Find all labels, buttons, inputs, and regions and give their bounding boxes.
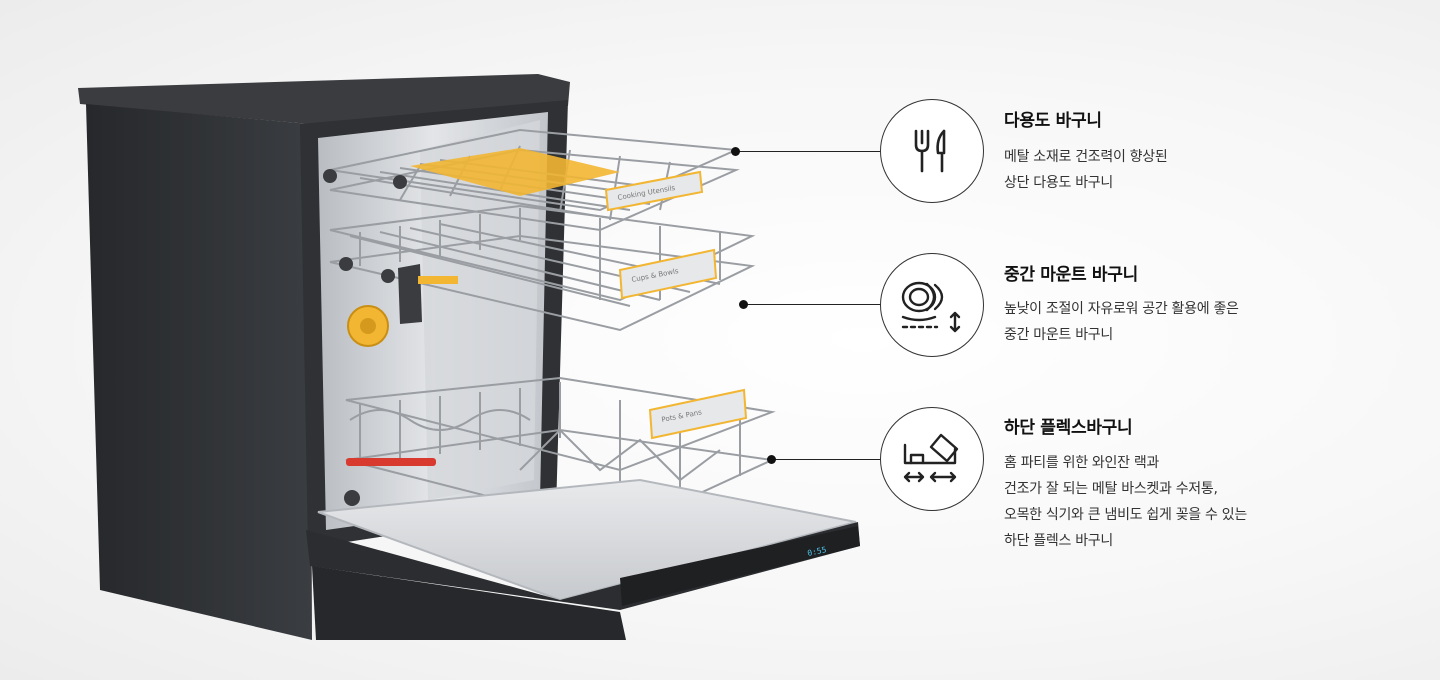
lower-rack-red-holder (346, 458, 436, 466)
leader-line-middle (744, 304, 882, 305)
control-panel (620, 526, 860, 606)
feature-desc-line: 건조가 잘 되는 메탈 바스켓과 수저통, (1004, 481, 1218, 497)
leader-dot-bottom (767, 455, 776, 464)
feature-desc-line: 홈 파티를 위한 와인잔 랙과 (1004, 455, 1159, 471)
dishwasher-kick-plate (312, 566, 626, 640)
middle-rack-yellow-lever (418, 276, 458, 284)
dishwasher-door-inner (317, 478, 857, 602)
flex-basket-icon (903, 433, 959, 483)
top-rack-yellow-insert (410, 148, 620, 196)
leader-dot-middle (739, 300, 748, 309)
lower-rack-label-plate (648, 388, 748, 440)
leader-line-bottom (772, 459, 882, 460)
feature-desc-line: 오목한 식기와 큰 냄비도 쉽게 꽂을 수 있는 (1004, 507, 1247, 523)
display-readout: 0:55 (807, 545, 828, 558)
feature-title-middle: 중간 마운트 바구니 (1004, 265, 1138, 285)
dishwasher-illustration: Cooking Utensils Cups & Bowls Pots & Pan… (78, 74, 860, 640)
feature-desc-bottom: 홈 파티를 위한 와인잔 랙과 건조가 잘 되는 메탈 바스켓과 수저통, 오목… (1004, 450, 1247, 554)
plates-height-adjust-icon (901, 281, 961, 333)
middle-rack-label-plate (618, 248, 718, 300)
feature-desc-line: 높낮이 조절이 자유로워 공간 활용에 좋은 (1004, 301, 1239, 317)
leader-dot-top (731, 147, 740, 156)
feature-desc-top: 메탈 소재로 건조력이 향상된 상단 다용도 바구니 (1004, 144, 1168, 196)
feature-desc-line: 중간 마운트 바구니 (1004, 327, 1113, 343)
feature-desc-line: 메탈 소재로 건조력이 향상된 (1004, 149, 1168, 165)
feature-icon-circle-middle (880, 253, 984, 357)
feature-desc-line: 상단 다용도 바구니 (1004, 175, 1113, 191)
feature-title-top: 다용도 바구니 (1004, 111, 1102, 131)
feature-desc-middle: 높낮이 조절이 자유로워 공간 활용에 좋은 중간 마운트 바구니 (1004, 296, 1239, 348)
feature-title-bottom: 하단 플렉스바구니 (1004, 418, 1133, 438)
dishwasher-side-panel (86, 104, 312, 640)
feature-icon-circle-top (880, 99, 984, 203)
feature-icon-circle-bottom (880, 407, 984, 511)
top-rack-label-plate (604, 170, 704, 212)
feature-desc-line: 하단 플렉스 바구니 (1004, 533, 1113, 549)
middle-rack-handle (398, 264, 422, 324)
utensils-icon (914, 129, 946, 173)
leader-line-top (736, 151, 882, 152)
